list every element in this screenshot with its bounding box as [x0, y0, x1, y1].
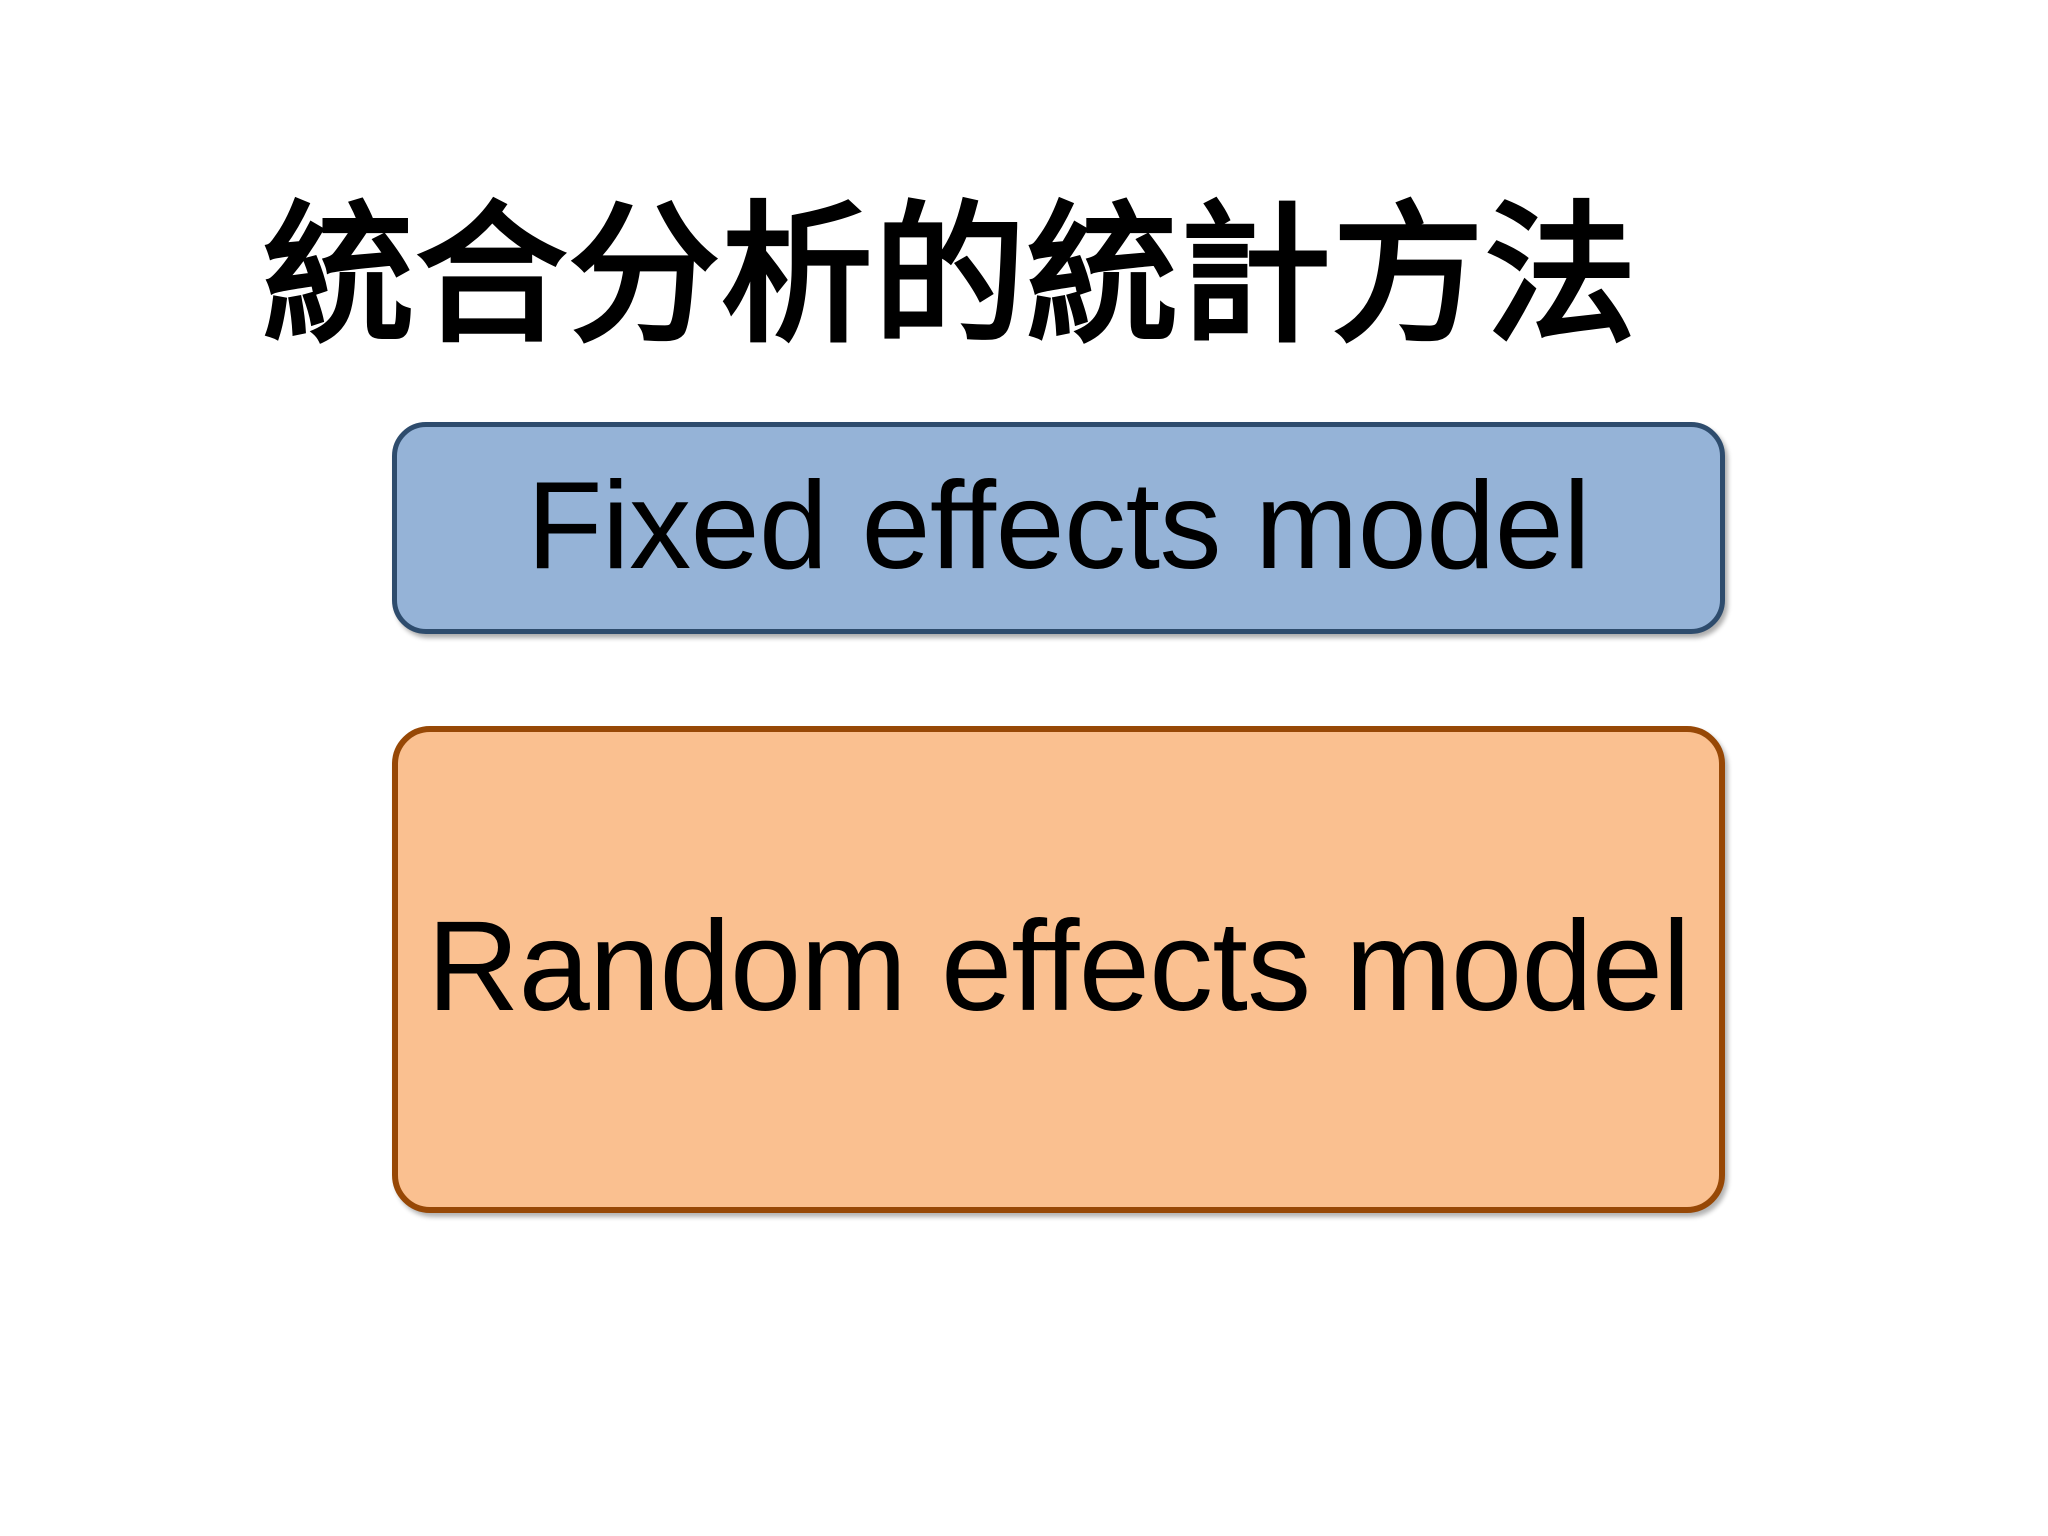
random-effects-model-box[interactable]: Random effects model — [392, 726, 1725, 1213]
page-title: 統合分析的統計方法 — [262, 186, 1638, 364]
fixed-effects-model-box[interactable]: Fixed effects model — [392, 422, 1725, 634]
random-effects-model-label: Random effects model — [427, 894, 1691, 1038]
fixed-effects-model-label: Fixed effects model — [526, 457, 1591, 595]
